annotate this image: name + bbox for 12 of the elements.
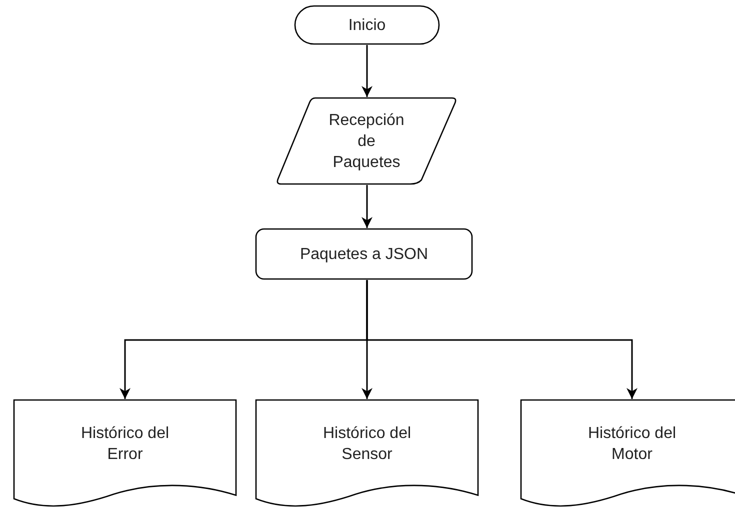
input-parallelogram xyxy=(275,97,458,185)
start-terminator xyxy=(294,5,440,45)
node-label: Inicio xyxy=(348,16,386,36)
node-label: Paquetes a JSON xyxy=(300,244,428,264)
node-label: Histórico del Motor xyxy=(586,424,678,465)
node-label: Histórico del Error xyxy=(80,424,170,465)
arrow xyxy=(362,45,372,97)
node-label: Histórico del Sensor xyxy=(322,424,412,465)
node-label: Recepción de Paquetes xyxy=(328,110,406,172)
process-box xyxy=(255,228,473,280)
arrow xyxy=(366,280,638,399)
arrow xyxy=(362,185,372,228)
